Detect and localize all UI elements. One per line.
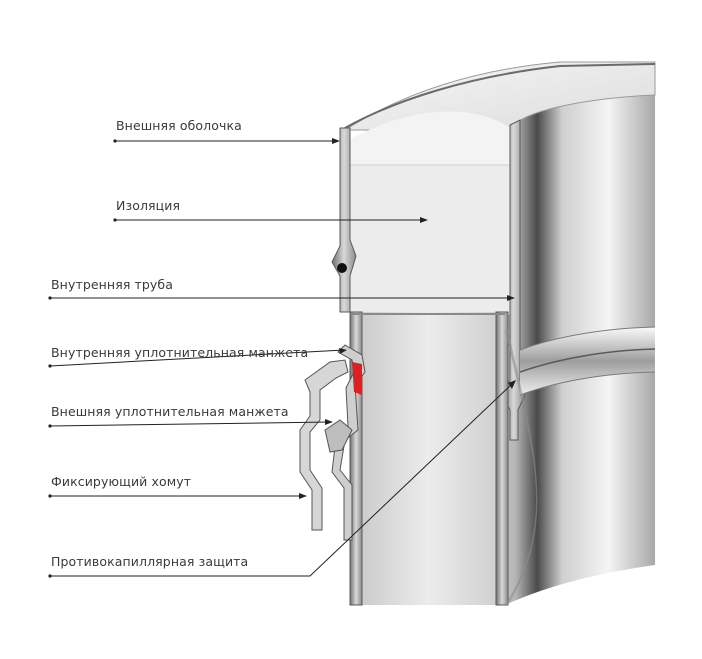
label-inner-pipe: Внутренняя труба bbox=[51, 277, 173, 292]
label-fixing-clamp: Фиксирующий хомут bbox=[51, 474, 192, 489]
label-outer-shell: Внешняя оболочка bbox=[116, 118, 242, 133]
leader-arrowheads bbox=[48, 138, 516, 578]
insulation-drawing bbox=[350, 165, 510, 315]
label-anti-capillary: Противокапиллярная защита bbox=[51, 554, 249, 569]
leader-lines bbox=[49, 140, 515, 577]
seal-red-accent bbox=[352, 362, 362, 395]
ring-groove-drawing bbox=[519, 326, 656, 396]
seal-cuffs-drawing bbox=[299, 344, 366, 541]
label-outer-seal-cuff: Внешняя уплотнительная манжета bbox=[51, 404, 289, 419]
outer-shell-drawing bbox=[343, 61, 656, 605]
label-insulation: Изоляция bbox=[116, 198, 181, 213]
label-inner-seal-cuff: Внутренняя уплотнительная манжета bbox=[51, 345, 309, 360]
